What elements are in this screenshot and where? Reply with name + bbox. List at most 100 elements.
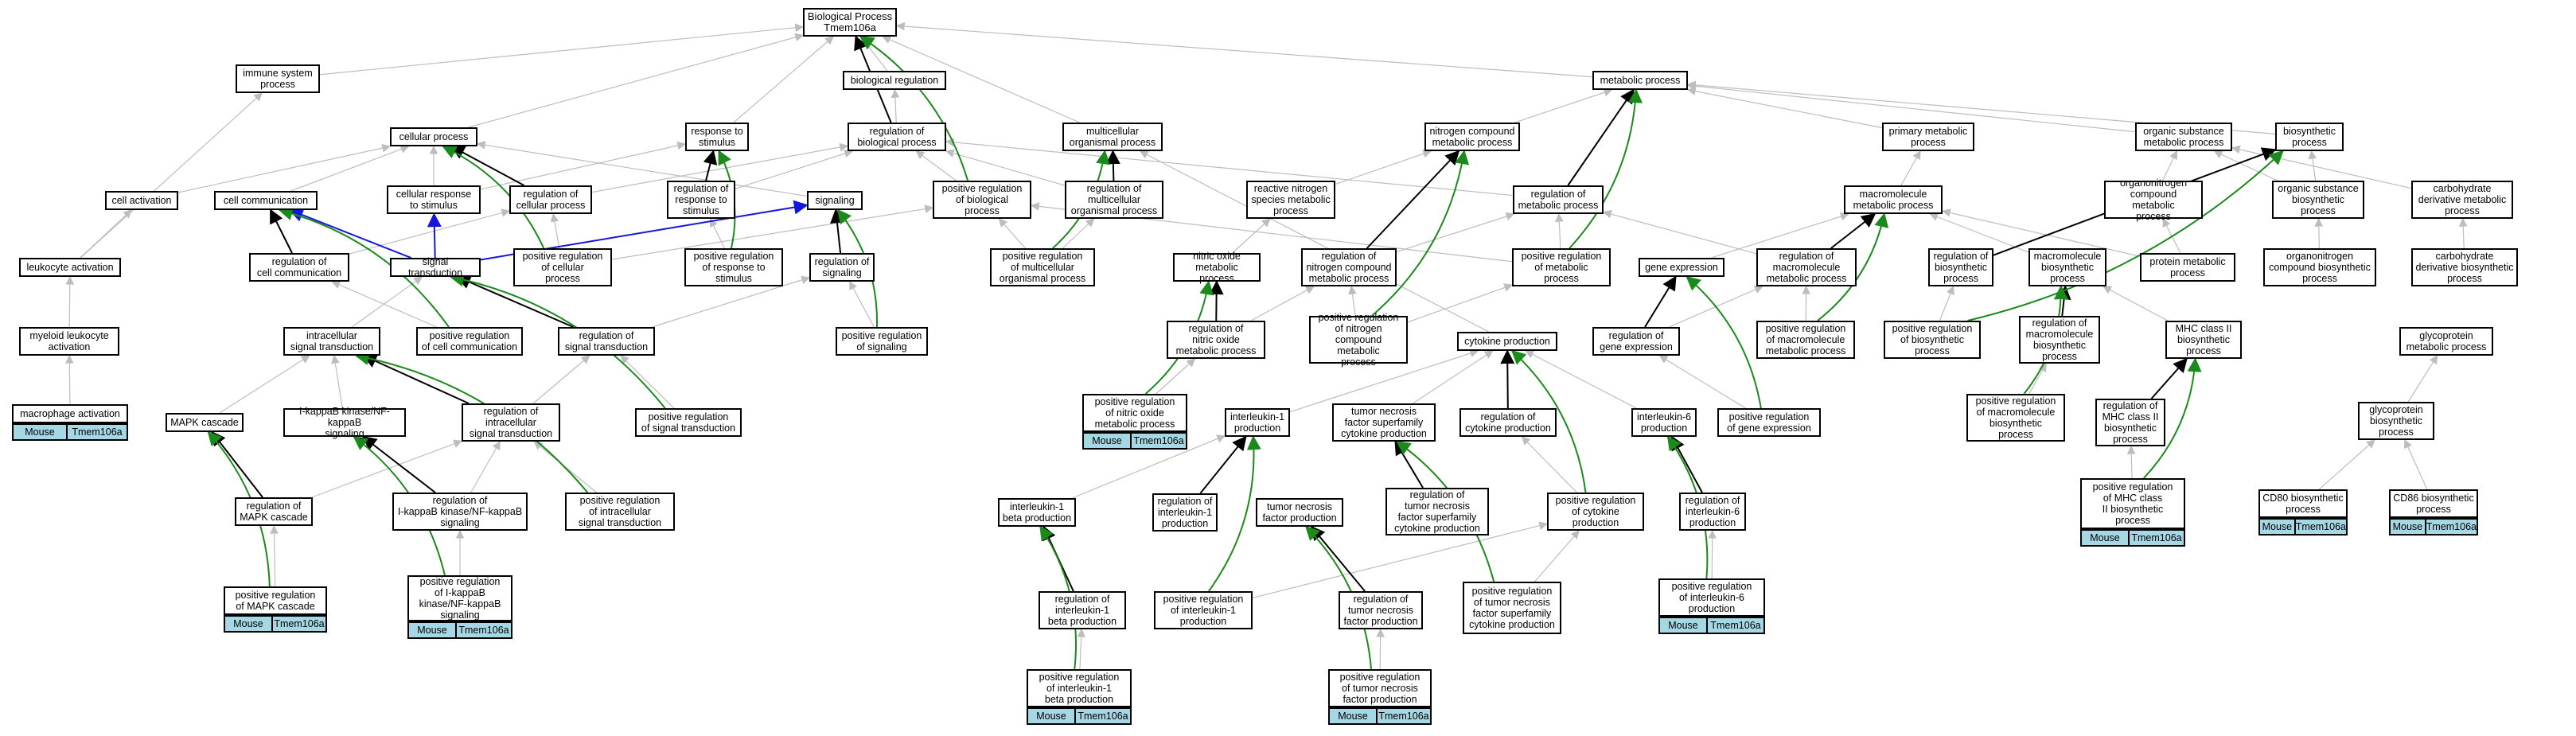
node-mapk-cascade[interactable]: MAPK cascade: [166, 413, 244, 432]
node-positive-regulation-of-cytokine-production[interactable]: positive regulation of cytokine producti…: [1547, 493, 1644, 531]
node-positive-regulation-of-cellular-process[interactable]: positive regulation of cellular process: [513, 248, 612, 286]
node-positive-regulation-of-mapk-cascade[interactable]: positive regulation of MAPK cascade: [224, 586, 327, 615]
node-regulation-of-signal-transduction[interactable]: regulation of signal transduction: [558, 327, 655, 356]
node-reactive-nitrogen-species-metabolic-process[interactable]: reactive nitrogen species metabolic proc…: [1246, 181, 1335, 219]
node-cell-activation[interactable]: cell activation: [105, 191, 178, 210]
node-organonitrogen-compound-metabolic-process[interactable]: organonitrogen compound metabolic proces…: [2104, 177, 2203, 222]
gene-label[interactable]: Tmem106a: [2426, 520, 2477, 534]
gene-label[interactable]: Tmem106a: [1378, 709, 1430, 723]
node-leukocyte-activation[interactable]: leukocyte activation: [19, 258, 121, 277]
gene-tag-posreg-mapk[interactable]: Mouse Tmem106a: [224, 615, 327, 633]
node-positive-regulation-of-ikappab-kinase-nfkappab-signaling[interactable]: positive regulation of I-kappaB kinase/N…: [407, 575, 512, 621]
node-positive-regulation-of-nitrogen-compound-metabolic-process[interactable]: positive regulation of nitrogen compound…: [1309, 312, 1408, 368]
node-positive-regulation-of-multicellular-organismal-process[interactable]: positive regulation of multicellular org…: [990, 248, 1095, 286]
gene-label[interactable]: Tmem106a: [2295, 520, 2346, 534]
node-organonitrogen-compound-biosynthetic-process[interactable]: organonitrogen compound biosynthetic pro…: [2263, 248, 2376, 286]
node-signaling[interactable]: signaling: [807, 191, 863, 210]
node-cell-communication[interactable]: cell communication: [214, 191, 318, 210]
node-cellular-response-to-stimulus[interactable]: cellular response to stimulus: [387, 185, 481, 214]
gene-tag-posreg-ikb[interactable]: Mouse Tmem106a: [407, 621, 512, 639]
node-macrophage-activation[interactable]: macrophage activation: [12, 404, 128, 423]
node-positive-regulation-of-interleukin-6-production[interactable]: positive regulation of interleukin-6 pro…: [1658, 578, 1765, 617]
node-glycoprotein-biosynthetic-process[interactable]: glycoprotein biosynthetic process: [2358, 402, 2434, 440]
node-primary-metabolic-process[interactable]: primary metabolic process: [1882, 123, 1974, 151]
node-cellular-process[interactable]: cellular process: [390, 127, 477, 146]
node-multicellular-organismal-process[interactable]: multicellular organismal process: [1062, 123, 1163, 151]
node-interleukin-1-production[interactable]: interleukin-1 production: [1225, 408, 1290, 437]
node-mhc-class-ii-biosynthetic-process[interactable]: MHC class II biosynthetic process: [2165, 321, 2242, 359]
node-regulation-of-cytokine-production[interactable]: regulation of cytokine production: [1459, 408, 1557, 437]
node-regulation-of-interleukin-6-production[interactable]: regulation of interleukin-6 production: [1679, 493, 1746, 531]
node-regulation-of-nitric-oxide-metabolic-process[interactable]: regulation of nitric oxide metabolic pro…: [1167, 321, 1265, 359]
node-tumor-necrosis-factor-production[interactable]: tumor necrosis factor production: [1256, 498, 1343, 527]
node-regulation-of-interleukin-1-production[interactable]: regulation of interleukin-1 production: [1152, 493, 1218, 532]
node-regulation-of-cell-communication[interactable]: regulation of cell communication: [249, 253, 349, 282]
node-positive-regulation-of-signal-transduction[interactable]: positive regulation of signal transducti…: [635, 408, 742, 437]
node-macromolecule-metabolic-process[interactable]: macromolecule metabolic process: [1844, 185, 1943, 214]
gene-tag-posreg-il1b[interactable]: Mouse Tmem106a: [1027, 707, 1132, 725]
node-biological-regulation[interactable]: biological regulation: [843, 71, 946, 90]
node-positive-regulation-of-mhc-class-ii-biosynthetic-process[interactable]: positive regulation of MHC class II bios…: [2080, 478, 2185, 529]
node-positive-regulation-of-interleukin-1-production[interactable]: positive regulation of interleukin-1 pro…: [1154, 591, 1253, 629]
node-regulation-of-cellular-process[interactable]: regulation of cellular process: [509, 185, 592, 214]
node-cd80-biosynthetic-process[interactable]: CD80 biosynthetic process: [2258, 489, 2348, 518]
node-positive-regulation-of-nitric-oxide-metabolic-process[interactable]: positive regulation of nitric oxide meta…: [1082, 394, 1187, 432]
node-regulation-of-mhc-class-ii-biosynthetic-process[interactable]: regulation of MHC class II biosynthetic …: [2095, 399, 2165, 446]
node-positive-regulation-of-metabolic-process[interactable]: positive regulation of metabolic process: [1512, 248, 1611, 286]
node-positive-regulation-of-macromolecule-biosynthetic-process[interactable]: positive regulation of macromolecule bio…: [1966, 394, 2065, 442]
node-metabolic-process[interactable]: metabolic process: [1592, 71, 1688, 90]
node-regulation-of-biosynthetic-process[interactable]: regulation of biosynthetic process: [1928, 248, 1993, 286]
node-cd86-biosynthetic-process[interactable]: CD86 biosynthetic process: [2389, 489, 2478, 518]
node-positive-regulation-of-tumor-necrosis-factor-production[interactable]: positive regulation of tumor necrosis fa…: [1328, 669, 1432, 707]
node-regulation-of-intracellular-signal-transduction[interactable]: regulation of intracellular signal trans…: [462, 403, 560, 442]
root-node-biological-process[interactable]: Biological Process Tmem106a: [803, 8, 897, 37]
gene-label[interactable]: Tmem106a: [1132, 434, 1186, 448]
node-regulation-of-tumor-necrosis-factor-superfamily-cytokine-production[interactable]: regulation of tumor necrosis factor supe…: [1385, 488, 1489, 535]
node-positive-regulation-of-intracellular-signal-transduction[interactable]: positive regulation of intracellular sig…: [565, 493, 675, 531]
node-regulation-of-biological-process[interactable]: regulation of biological process: [848, 123, 946, 151]
node-interleukin-1-beta-production[interactable]: interleukin-1 beta production: [998, 498, 1076, 527]
node-regulation-of-gene-expression[interactable]: regulation of gene expression: [1592, 327, 1680, 356]
node-positive-regulation-of-gene-expression[interactable]: positive regulation of gene expression: [1717, 408, 1821, 437]
node-regulation-of-metabolic-process[interactable]: regulation of metabolic process: [1513, 185, 1604, 214]
gene-label[interactable]: Tmem106a: [1708, 618, 1763, 633]
gene-tag-cd86[interactable]: Mouse Tmem106a: [2389, 518, 2478, 535]
node-immune-system-process[interactable]: immune system process: [236, 64, 320, 93]
node-myeloid-leukocyte-activation[interactable]: myeloid leukocyte activation: [19, 327, 119, 356]
node-positive-regulation-of-interleukin-1-beta-production[interactable]: positive regulation of interleukin-1 bet…: [1027, 669, 1132, 707]
node-carbohydrate-derivative-biosynthetic-process[interactable]: carbohydrate derivative biosynthetic pro…: [2411, 248, 2518, 286]
node-regulation-of-response-to-stimulus[interactable]: regulation of response to stimulus: [667, 181, 735, 219]
gene-tag-macrophage-activation[interactable]: Mouse Tmem106a: [12, 423, 128, 441]
gene-label[interactable]: Tmem106a: [1076, 709, 1130, 723]
node-regulation-of-tumor-necrosis-factor-production[interactable]: regulation of tumor necrosis factor prod…: [1339, 591, 1423, 629]
node-ikappab-kinase-nfkappab-signaling[interactable]: I-kappaB kinase/NF-kappaB signaling: [283, 406, 406, 439]
node-nitric-oxide-metabolic-process[interactable]: nitric oxide metabolic process: [1173, 251, 1261, 284]
gene-tag-posreg-tnf[interactable]: Mouse Tmem106a: [1328, 707, 1432, 725]
node-biosynthetic-process[interactable]: biosynthetic process: [2275, 123, 2344, 151]
node-nitrogen-compound-metabolic-process[interactable]: nitrogen compound metabolic process: [1424, 123, 1520, 151]
gene-tag-cd80[interactable]: Mouse Tmem106a: [2258, 518, 2348, 535]
node-regulation-of-signaling[interactable]: regulation of signaling: [809, 253, 875, 282]
node-regulation-of-ikappab-kinase-nfkappab-signaling[interactable]: regulation of I-kappaB kinase/NF-kappaB …: [392, 493, 528, 531]
gene-label[interactable]: Tmem106a: [2130, 531, 2184, 545]
node-regulation-of-macromolecule-biosynthetic-process[interactable]: regulation of macromolecule biosynthetic…: [2019, 316, 2100, 364]
node-regulation-of-mapk-cascade[interactable]: regulation of MAPK cascade: [235, 497, 313, 526]
node-interleukin-6-production[interactable]: interleukin-6 production: [1631, 408, 1697, 437]
node-positive-regulation-of-response-to-stimulus[interactable]: positive regulation of response to stimu…: [684, 248, 783, 286]
node-positive-regulation-of-biological-process[interactable]: positive regulation of biological proces…: [933, 181, 1031, 219]
gene-label[interactable]: Tmem106a: [68, 425, 127, 439]
node-carbohydrate-derivative-metabolic-process[interactable]: carbohydrate derivative metabolic proces…: [2411, 181, 2513, 219]
node-intracellular-signal-transduction[interactable]: intracellular signal transduction: [283, 327, 380, 356]
gene-tag-posreg-mhc[interactable]: Mouse Tmem106a: [2080, 529, 2185, 547]
node-regulation-of-interleukin-1-beta-production[interactable]: regulation of interleukin-1 beta product…: [1039, 591, 1126, 629]
node-glycoprotein-metabolic-process[interactable]: glycoprotein metabolic process: [2399, 327, 2493, 356]
node-positive-regulation-of-signaling[interactable]: positive regulation of signaling: [836, 327, 928, 356]
gene-label[interactable]: Tmem106a: [457, 623, 511, 637]
node-regulation-of-macromolecule-metabolic-process[interactable]: regulation of macromolecule metabolic pr…: [1756, 248, 1857, 286]
gene-label[interactable]: Tmem106a: [273, 617, 325, 631]
node-tumor-necrosis-factor-superfamily-cytokine-production[interactable]: tumor necrosis factor superfamily cytoki…: [1332, 403, 1436, 442]
node-signal-transduction[interactable]: signal transduction: [390, 256, 481, 278]
node-gene-expression[interactable]: gene expression: [1639, 258, 1724, 277]
node-positive-regulation-of-cell-communication[interactable]: positive regulation of cell communicatio…: [416, 327, 523, 356]
node-organic-substance-metabolic-process[interactable]: organic substance metabolic process: [2135, 123, 2232, 151]
